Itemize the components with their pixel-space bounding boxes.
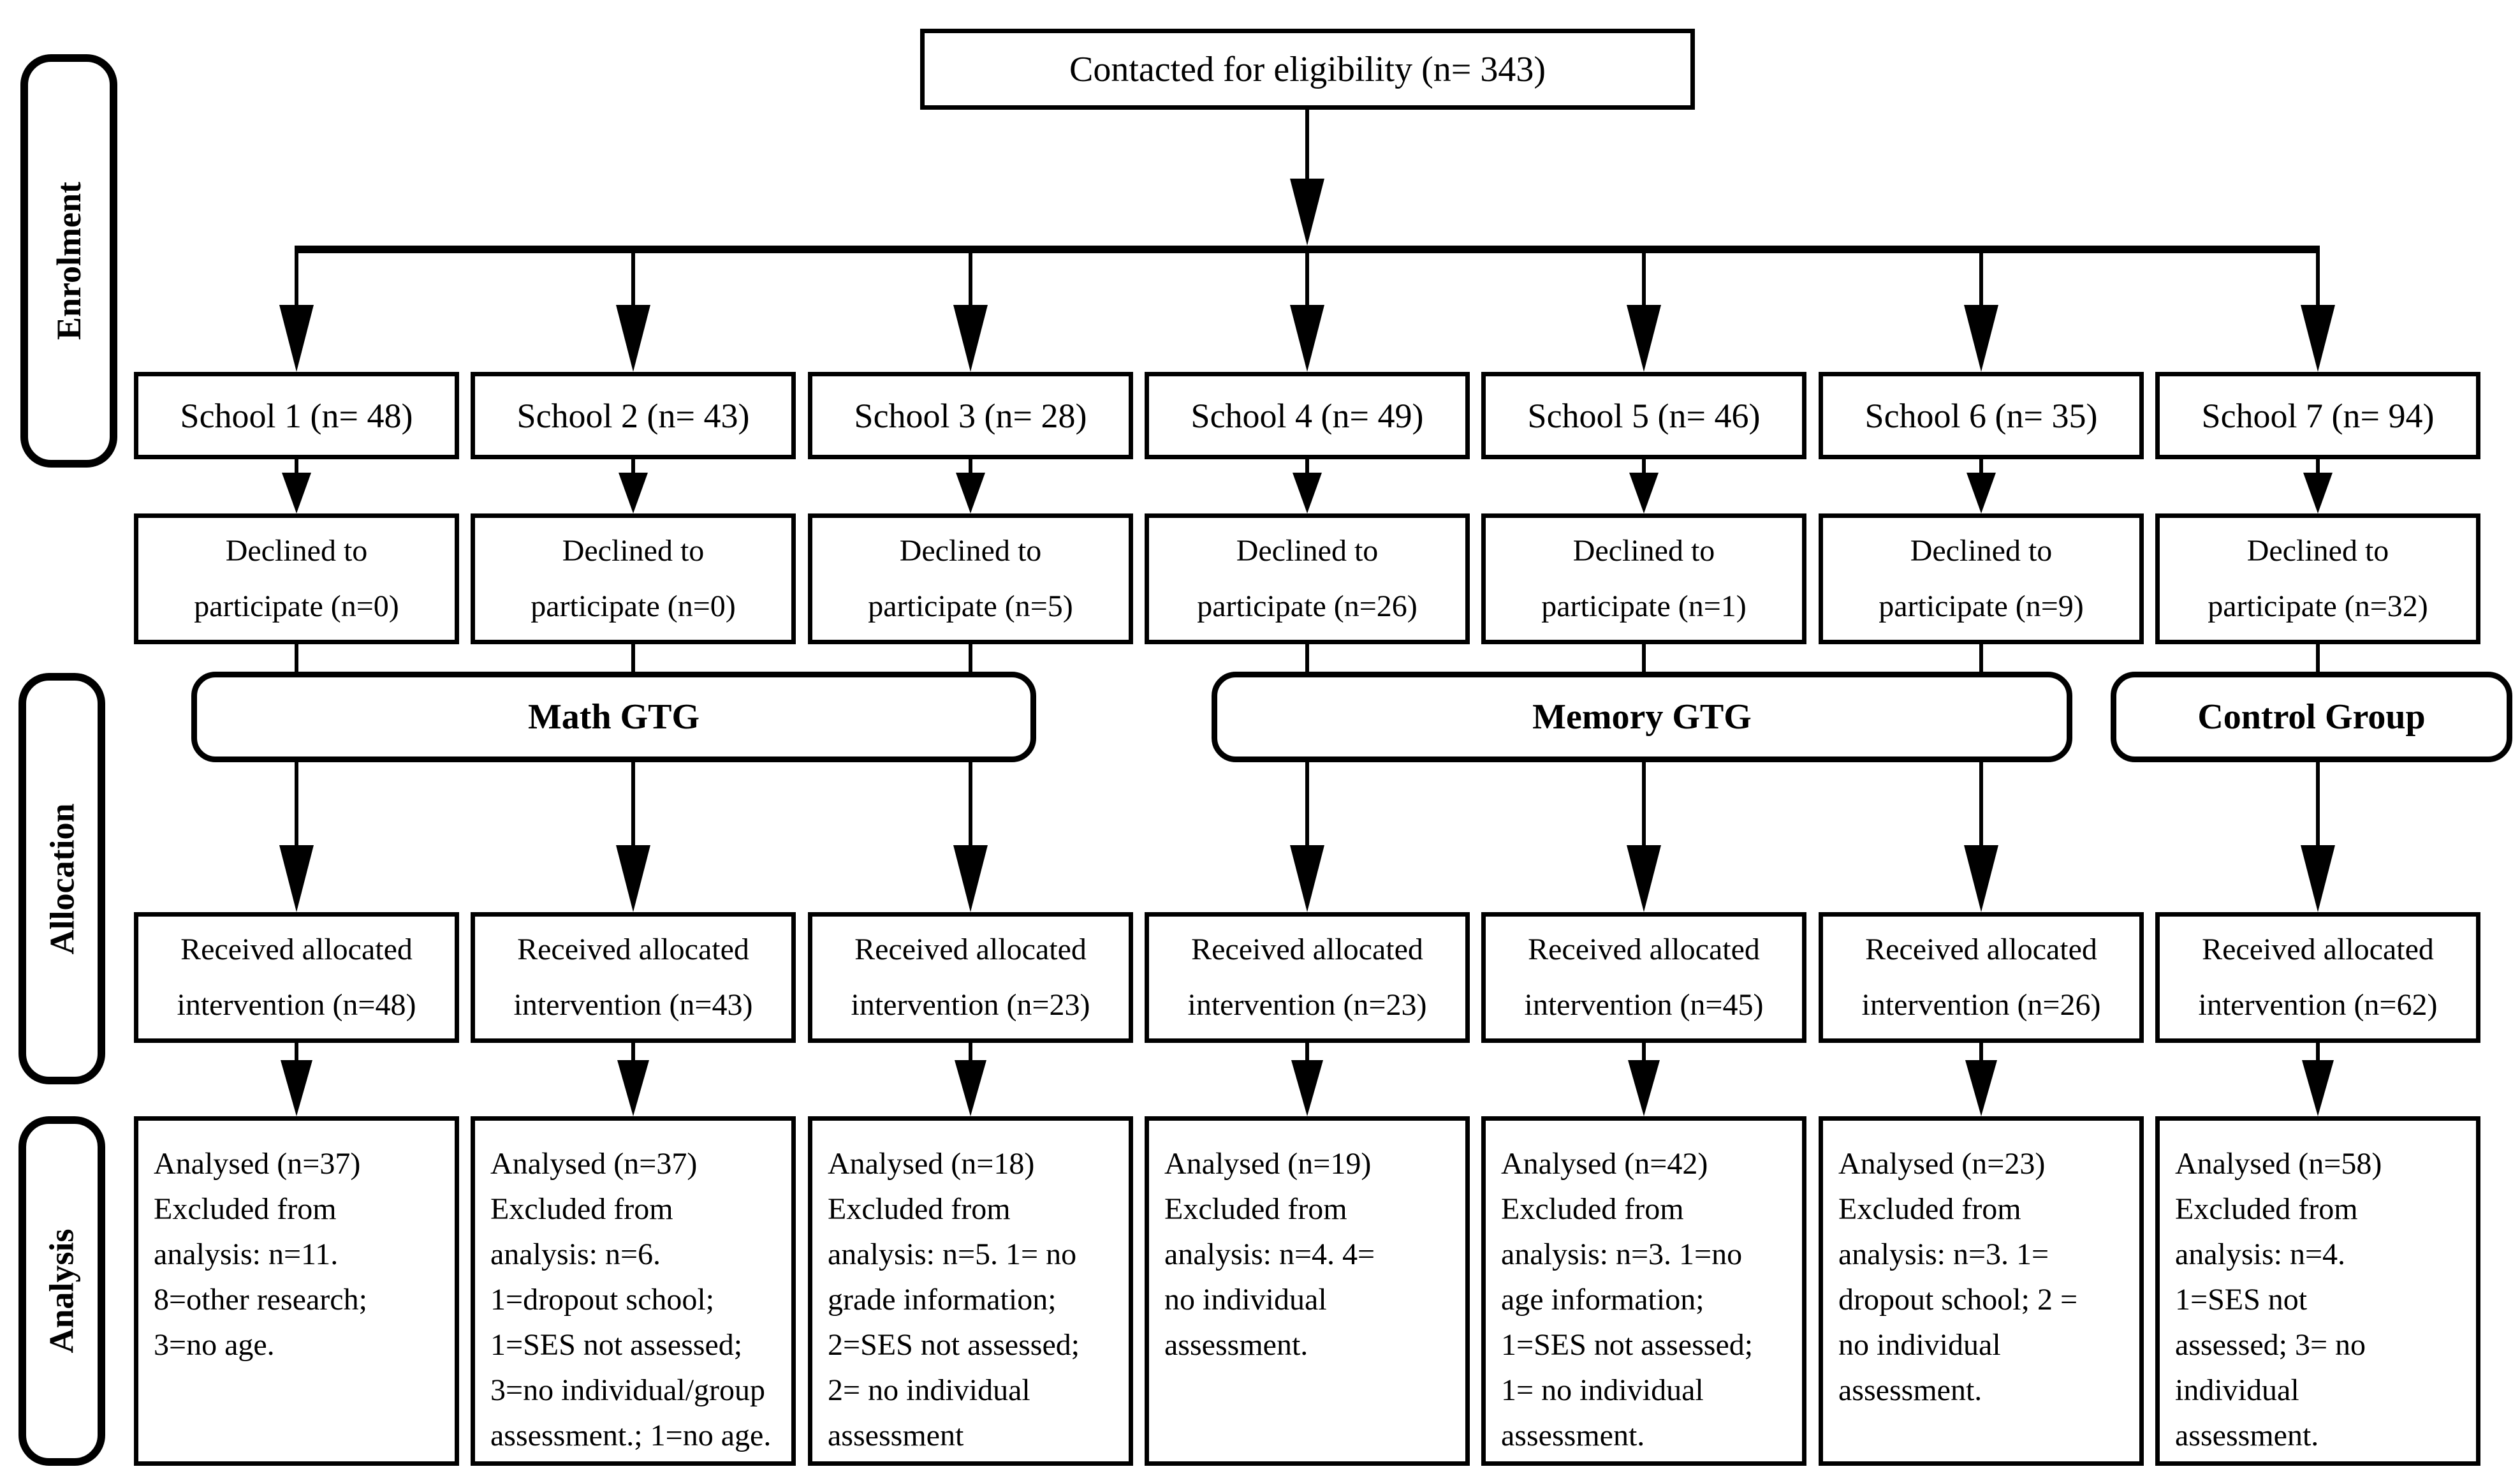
arrowhead-down-icon xyxy=(281,1060,312,1116)
analysed-box: Analysed (n=19) Excluded from analysis: … xyxy=(1145,1116,1470,1466)
arrowhead-down-icon xyxy=(1965,1060,1997,1116)
arrowhead-down-icon xyxy=(1290,305,1324,372)
stage-label-allocation: Allocation xyxy=(43,803,81,954)
arrowhead-down-icon xyxy=(1627,305,1661,372)
connector-line xyxy=(1642,249,1646,310)
declined-box: Declined to participate (n=0) xyxy=(471,513,796,644)
declined-box: Declined to participate (n=5) xyxy=(808,513,1133,644)
group-box-memory-gtg: Memory GTG xyxy=(1212,672,2072,762)
declined-box: Declined to participate (n=1) xyxy=(1481,513,1806,644)
connector-line xyxy=(969,249,972,310)
analysed-box: Analysed (n=18) Excluded from analysis: … xyxy=(808,1116,1133,1466)
arrowhead-down-icon xyxy=(956,473,985,513)
stage-box-allocation: Allocation xyxy=(18,673,105,1084)
arrowhead-down-icon xyxy=(1291,1060,1323,1116)
connector-line xyxy=(1642,1040,1646,1065)
arrowhead-down-icon xyxy=(1964,845,1998,912)
arrowhead-down-icon xyxy=(953,305,988,372)
column-school-3: School 3 (n= 28) Declined to participate… xyxy=(808,0,1133,1476)
analysed-box: Analysed (n=37) Excluded from analysis: … xyxy=(471,1116,796,1466)
arrowhead-down-icon xyxy=(2302,1060,2334,1116)
received-box: Received allocated intervention (n=26) xyxy=(1819,912,2144,1043)
connector-line xyxy=(1979,249,1983,310)
school-box: School 1 (n= 48) xyxy=(134,372,459,459)
received-box: Received allocated intervention (n=23) xyxy=(808,912,1133,1043)
connector-line xyxy=(295,1040,298,1065)
analysed-box: Analysed (n=23) Excluded from analysis: … xyxy=(1819,1116,2144,1466)
arrowhead-down-icon xyxy=(1627,845,1661,912)
school-box: School 7 (n= 94) xyxy=(2155,372,2480,459)
column-school-5: School 5 (n= 46) Declined to participate… xyxy=(1481,0,1806,1476)
connector-line xyxy=(1979,457,1983,477)
column-school-6: School 6 (n= 35) Declined to participate… xyxy=(1819,0,2144,1476)
school-box: School 4 (n= 49) xyxy=(1145,372,1470,459)
received-box: Received allocated intervention (n=45) xyxy=(1481,912,1806,1043)
arrowhead-down-icon xyxy=(1964,305,1998,372)
analysed-box: Analysed (n=58) Excluded from analysis: … xyxy=(2155,1116,2480,1466)
group-box-control: Control Group xyxy=(2111,672,2512,762)
arrowhead-down-icon xyxy=(616,305,650,372)
arrowhead-down-icon xyxy=(616,845,650,912)
connector-line xyxy=(295,457,298,477)
arrowhead-down-icon xyxy=(953,845,988,912)
arrowhead-down-icon xyxy=(1628,1060,1660,1116)
school-box: School 3 (n= 28) xyxy=(808,372,1133,459)
connector-line xyxy=(631,457,635,477)
arrowhead-down-icon xyxy=(2301,845,2335,912)
arrowhead-down-icon xyxy=(282,473,311,513)
group-box-math-gtg: Math GTG xyxy=(191,672,1036,762)
declined-box: Declined to participate (n=32) xyxy=(2155,513,2480,644)
arrowhead-down-icon xyxy=(617,1060,649,1116)
arrowhead-down-icon xyxy=(2303,473,2333,513)
connector-line xyxy=(1305,108,1309,182)
arrowhead-down-icon xyxy=(2301,305,2335,372)
arrowhead-down-icon xyxy=(955,1060,986,1116)
declined-box: Declined to participate (n=26) xyxy=(1145,513,1470,644)
connector-line xyxy=(969,1040,972,1065)
declined-box: Declined to participate (n=9) xyxy=(1819,513,2144,644)
connector-line xyxy=(631,1040,635,1065)
stage-box-analysis: Analysis xyxy=(18,1116,105,1466)
arrowhead-down-icon xyxy=(1290,179,1324,246)
arrowhead-down-icon xyxy=(1290,845,1324,912)
declined-box: Declined to participate (n=0) xyxy=(134,513,459,644)
arrowhead-down-icon xyxy=(1967,473,1996,513)
connector-line xyxy=(295,249,298,310)
school-box: School 2 (n= 43) xyxy=(471,372,796,459)
connector-line xyxy=(2316,249,2320,310)
connector-line xyxy=(631,249,635,310)
connector-line xyxy=(1979,1040,1983,1065)
arrowhead-down-icon xyxy=(1293,473,1322,513)
eligibility-box: Contacted for eligibility (n= 343) xyxy=(920,29,1695,110)
connector-line xyxy=(2316,1040,2320,1065)
arrowhead-down-icon xyxy=(1629,473,1659,513)
analysed-box: Analysed (n=37) Excluded from analysis: … xyxy=(134,1116,459,1466)
column-school-1: School 1 (n= 48) Declined to participate… xyxy=(134,0,459,1476)
connector-line xyxy=(2316,457,2320,477)
arrowhead-down-icon xyxy=(279,845,314,912)
analysed-box: Analysed (n=42) Excluded from analysis: … xyxy=(1481,1116,1806,1466)
arrowhead-down-icon xyxy=(619,473,648,513)
arrowhead-down-icon xyxy=(279,305,314,372)
connector-line xyxy=(1642,457,1646,477)
received-box: Received allocated intervention (n=23) xyxy=(1145,912,1470,1043)
connector-line xyxy=(1305,249,1309,310)
connector-line xyxy=(1305,457,1309,477)
connector-line xyxy=(969,457,972,477)
stage-label-analysis: Analysis xyxy=(43,1229,82,1354)
column-school-4: School 4 (n= 49) Declined to participate… xyxy=(1145,0,1470,1476)
received-box: Received allocated intervention (n=62) xyxy=(2155,912,2480,1043)
stage-label-enrolment: Enrolment xyxy=(50,181,89,341)
received-box: Received allocated intervention (n=43) xyxy=(471,912,796,1043)
connector-line xyxy=(1305,1040,1309,1065)
column-school-7: School 7 (n= 94) Declined to participate… xyxy=(2155,0,2480,1476)
school-box: School 6 (n= 35) xyxy=(1819,372,2144,459)
stage-box-enrolment: Enrolment xyxy=(20,54,117,468)
school-box: School 5 (n= 46) xyxy=(1481,372,1806,459)
received-box: Received allocated intervention (n=48) xyxy=(134,912,459,1043)
